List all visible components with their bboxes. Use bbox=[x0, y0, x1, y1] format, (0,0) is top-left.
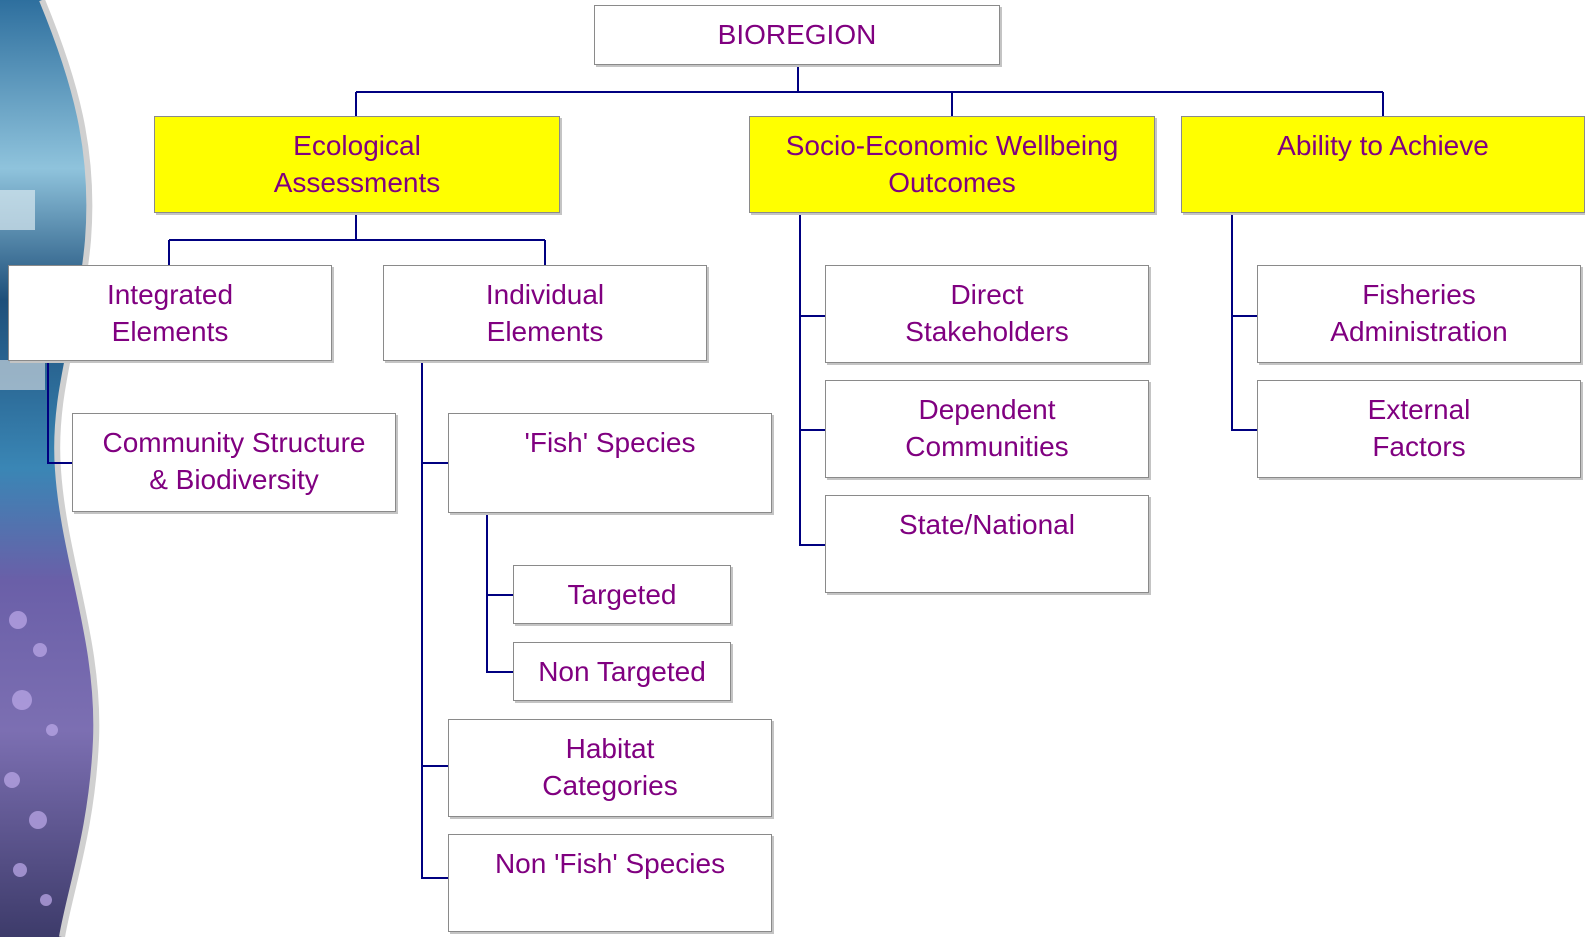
direct-stakeholders-box: Direct Stakeholders bbox=[825, 265, 1149, 363]
state-national-box: State/National bbox=[825, 495, 1149, 593]
socio-economic-label-line2: Outcomes bbox=[888, 167, 1016, 198]
fish-species-label: 'Fish' Species bbox=[524, 427, 696, 458]
external-factors-label-line2: Factors bbox=[1372, 431, 1466, 462]
dependent-communities-label-line1: Dependent bbox=[918, 394, 1056, 425]
ecological-assessments-box: Ecological Assessments bbox=[154, 116, 560, 213]
bioregion-box: BIOREGION bbox=[594, 5, 1000, 65]
dependent-communities-label-line2: Communities bbox=[905, 431, 1069, 462]
individual-elements-box: Individual Elements bbox=[383, 265, 707, 361]
community-structure-label-line1: Community Structure bbox=[102, 427, 366, 458]
fisheries-administration-box: Fisheries Administration bbox=[1257, 265, 1581, 363]
non-targeted-label: Non Targeted bbox=[538, 656, 706, 687]
socio-economic-wellbeing-box: Socio-Economic Wellbeing Outcomes bbox=[749, 116, 1155, 213]
ecological-assessments-label-line1: Ecological bbox=[293, 130, 421, 161]
integrated-elements-label-line1: Integrated bbox=[106, 279, 234, 310]
fisheries-administration-label-line1: Fisheries bbox=[1362, 279, 1476, 310]
individual-elements-label-line1: Individual bbox=[485, 279, 605, 310]
community-structure-box: Community Structure & Biodiversity bbox=[72, 413, 396, 512]
habitat-categories-label-line2: Categories bbox=[542, 770, 678, 801]
dependent-communities-box: Dependent Communities bbox=[825, 380, 1149, 478]
targeted-box: Targeted bbox=[513, 565, 731, 624]
non-targeted-box: Non Targeted bbox=[513, 642, 731, 701]
targeted-label: Targeted bbox=[567, 579, 677, 610]
ability-to-achieve-box: Ability to Achieve bbox=[1181, 116, 1585, 213]
direct-stakeholders-label-line1: Direct bbox=[950, 279, 1024, 310]
ocean-reef-image bbox=[0, 0, 100, 937]
ability-to-achieve-label: Ability to Achieve bbox=[1277, 130, 1489, 161]
individual-elements-label-line2: Elements bbox=[486, 316, 604, 347]
non-fish-species-label: Non 'Fish' Species bbox=[494, 848, 726, 879]
habitat-categories-box: Habitat Categories bbox=[448, 719, 772, 817]
community-structure-label-line2: & Biodiversity bbox=[149, 464, 319, 495]
integrated-elements-label-line2: Elements bbox=[111, 316, 229, 347]
state-national-label: State/National bbox=[899, 509, 1075, 540]
socio-economic-label-line1: Socio-Economic Wellbeing bbox=[785, 130, 1119, 161]
fisheries-administration-label-line2: Administration bbox=[1330, 316, 1508, 347]
ecological-assessments-label-line2: Assessments bbox=[273, 167, 441, 198]
bioregion-label: BIOREGION bbox=[717, 19, 877, 50]
external-factors-label-line1: External bbox=[1367, 394, 1471, 425]
fish-species-box: 'Fish' Species bbox=[448, 413, 772, 513]
external-factors-box: External Factors bbox=[1257, 380, 1581, 478]
integrated-elements-box: Integrated Elements bbox=[8, 265, 332, 361]
habitat-categories-label-line1: Habitat bbox=[565, 733, 655, 764]
non-fish-species-box: Non 'Fish' Species bbox=[448, 834, 772, 932]
direct-stakeholders-label-line2: Stakeholders bbox=[905, 316, 1069, 347]
